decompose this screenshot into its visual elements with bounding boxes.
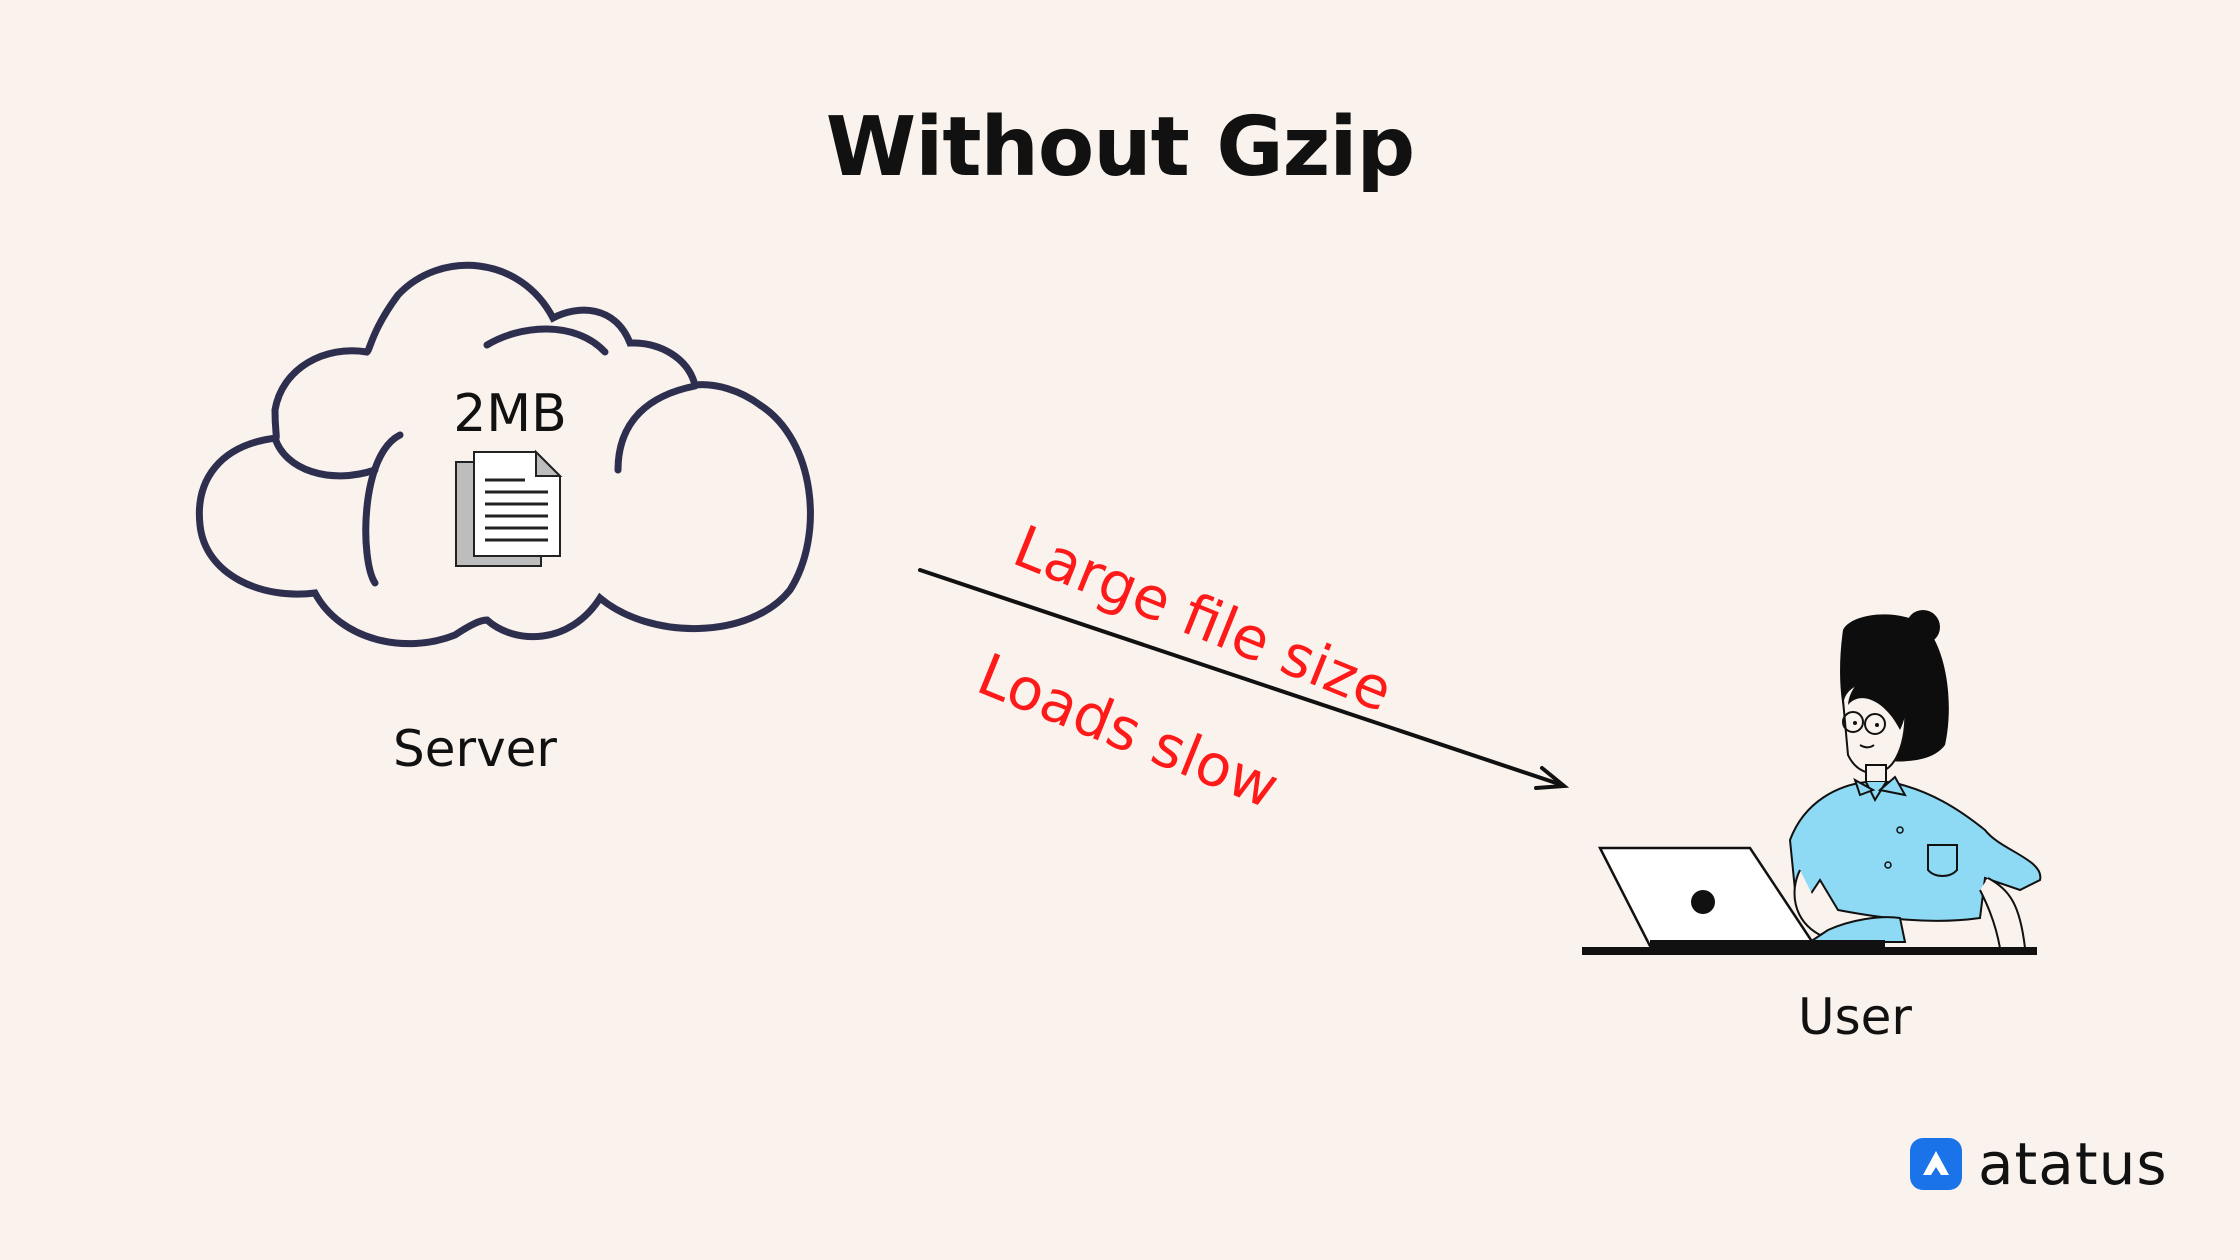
atatus-logo-icon xyxy=(1910,1138,1962,1190)
server-label: Server xyxy=(393,720,557,778)
document-icon xyxy=(455,449,563,567)
laptop-icon xyxy=(1597,846,1885,948)
arrow-icon xyxy=(918,568,1570,790)
cloud-icon xyxy=(195,261,814,648)
desk xyxy=(1582,947,2037,955)
brand-logo: atatus xyxy=(1910,1130,2168,1198)
user-label: User xyxy=(1798,988,1912,1046)
file-size-label: 2MB xyxy=(453,384,567,444)
brand-name: atatus xyxy=(1978,1130,2168,1198)
page-title: Without Gzip xyxy=(825,100,1415,195)
user-illustration xyxy=(1582,610,2042,955)
